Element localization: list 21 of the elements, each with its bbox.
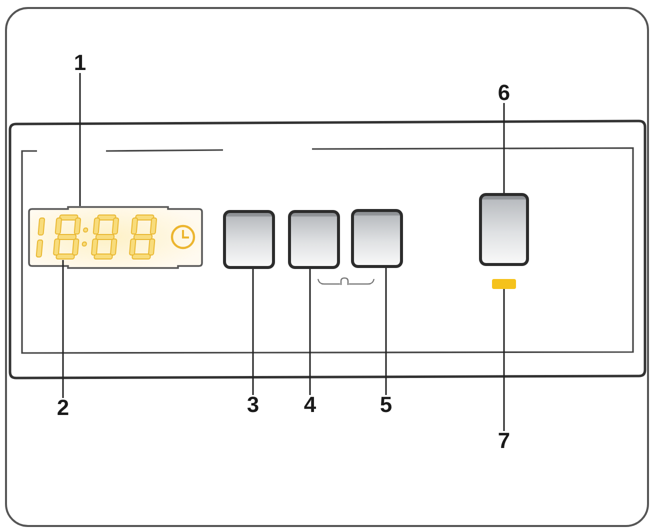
leader-line bbox=[309, 269, 311, 395]
leader-line bbox=[79, 73, 81, 206]
push-button bbox=[479, 193, 529, 266]
leader-line bbox=[503, 289, 505, 431]
indicator-light bbox=[492, 279, 516, 289]
push-button bbox=[351, 209, 403, 268]
display-window bbox=[28, 206, 204, 269]
callout-number: 4 bbox=[302, 396, 318, 414]
leader-line bbox=[503, 103, 505, 193]
leader-line bbox=[252, 269, 254, 395]
callout-number: 7 bbox=[496, 432, 512, 450]
callout-number: 5 bbox=[378, 396, 394, 414]
push-button bbox=[288, 210, 340, 269]
segment-digits bbox=[34, 214, 160, 260]
callout-number: 3 bbox=[245, 396, 261, 414]
callout-number: 6 bbox=[496, 84, 512, 102]
leader-line bbox=[385, 268, 387, 395]
push-button bbox=[223, 210, 275, 269]
callout-number: 2 bbox=[55, 399, 71, 417]
callout-number: 1 bbox=[72, 54, 88, 72]
leader-line bbox=[62, 260, 64, 398]
